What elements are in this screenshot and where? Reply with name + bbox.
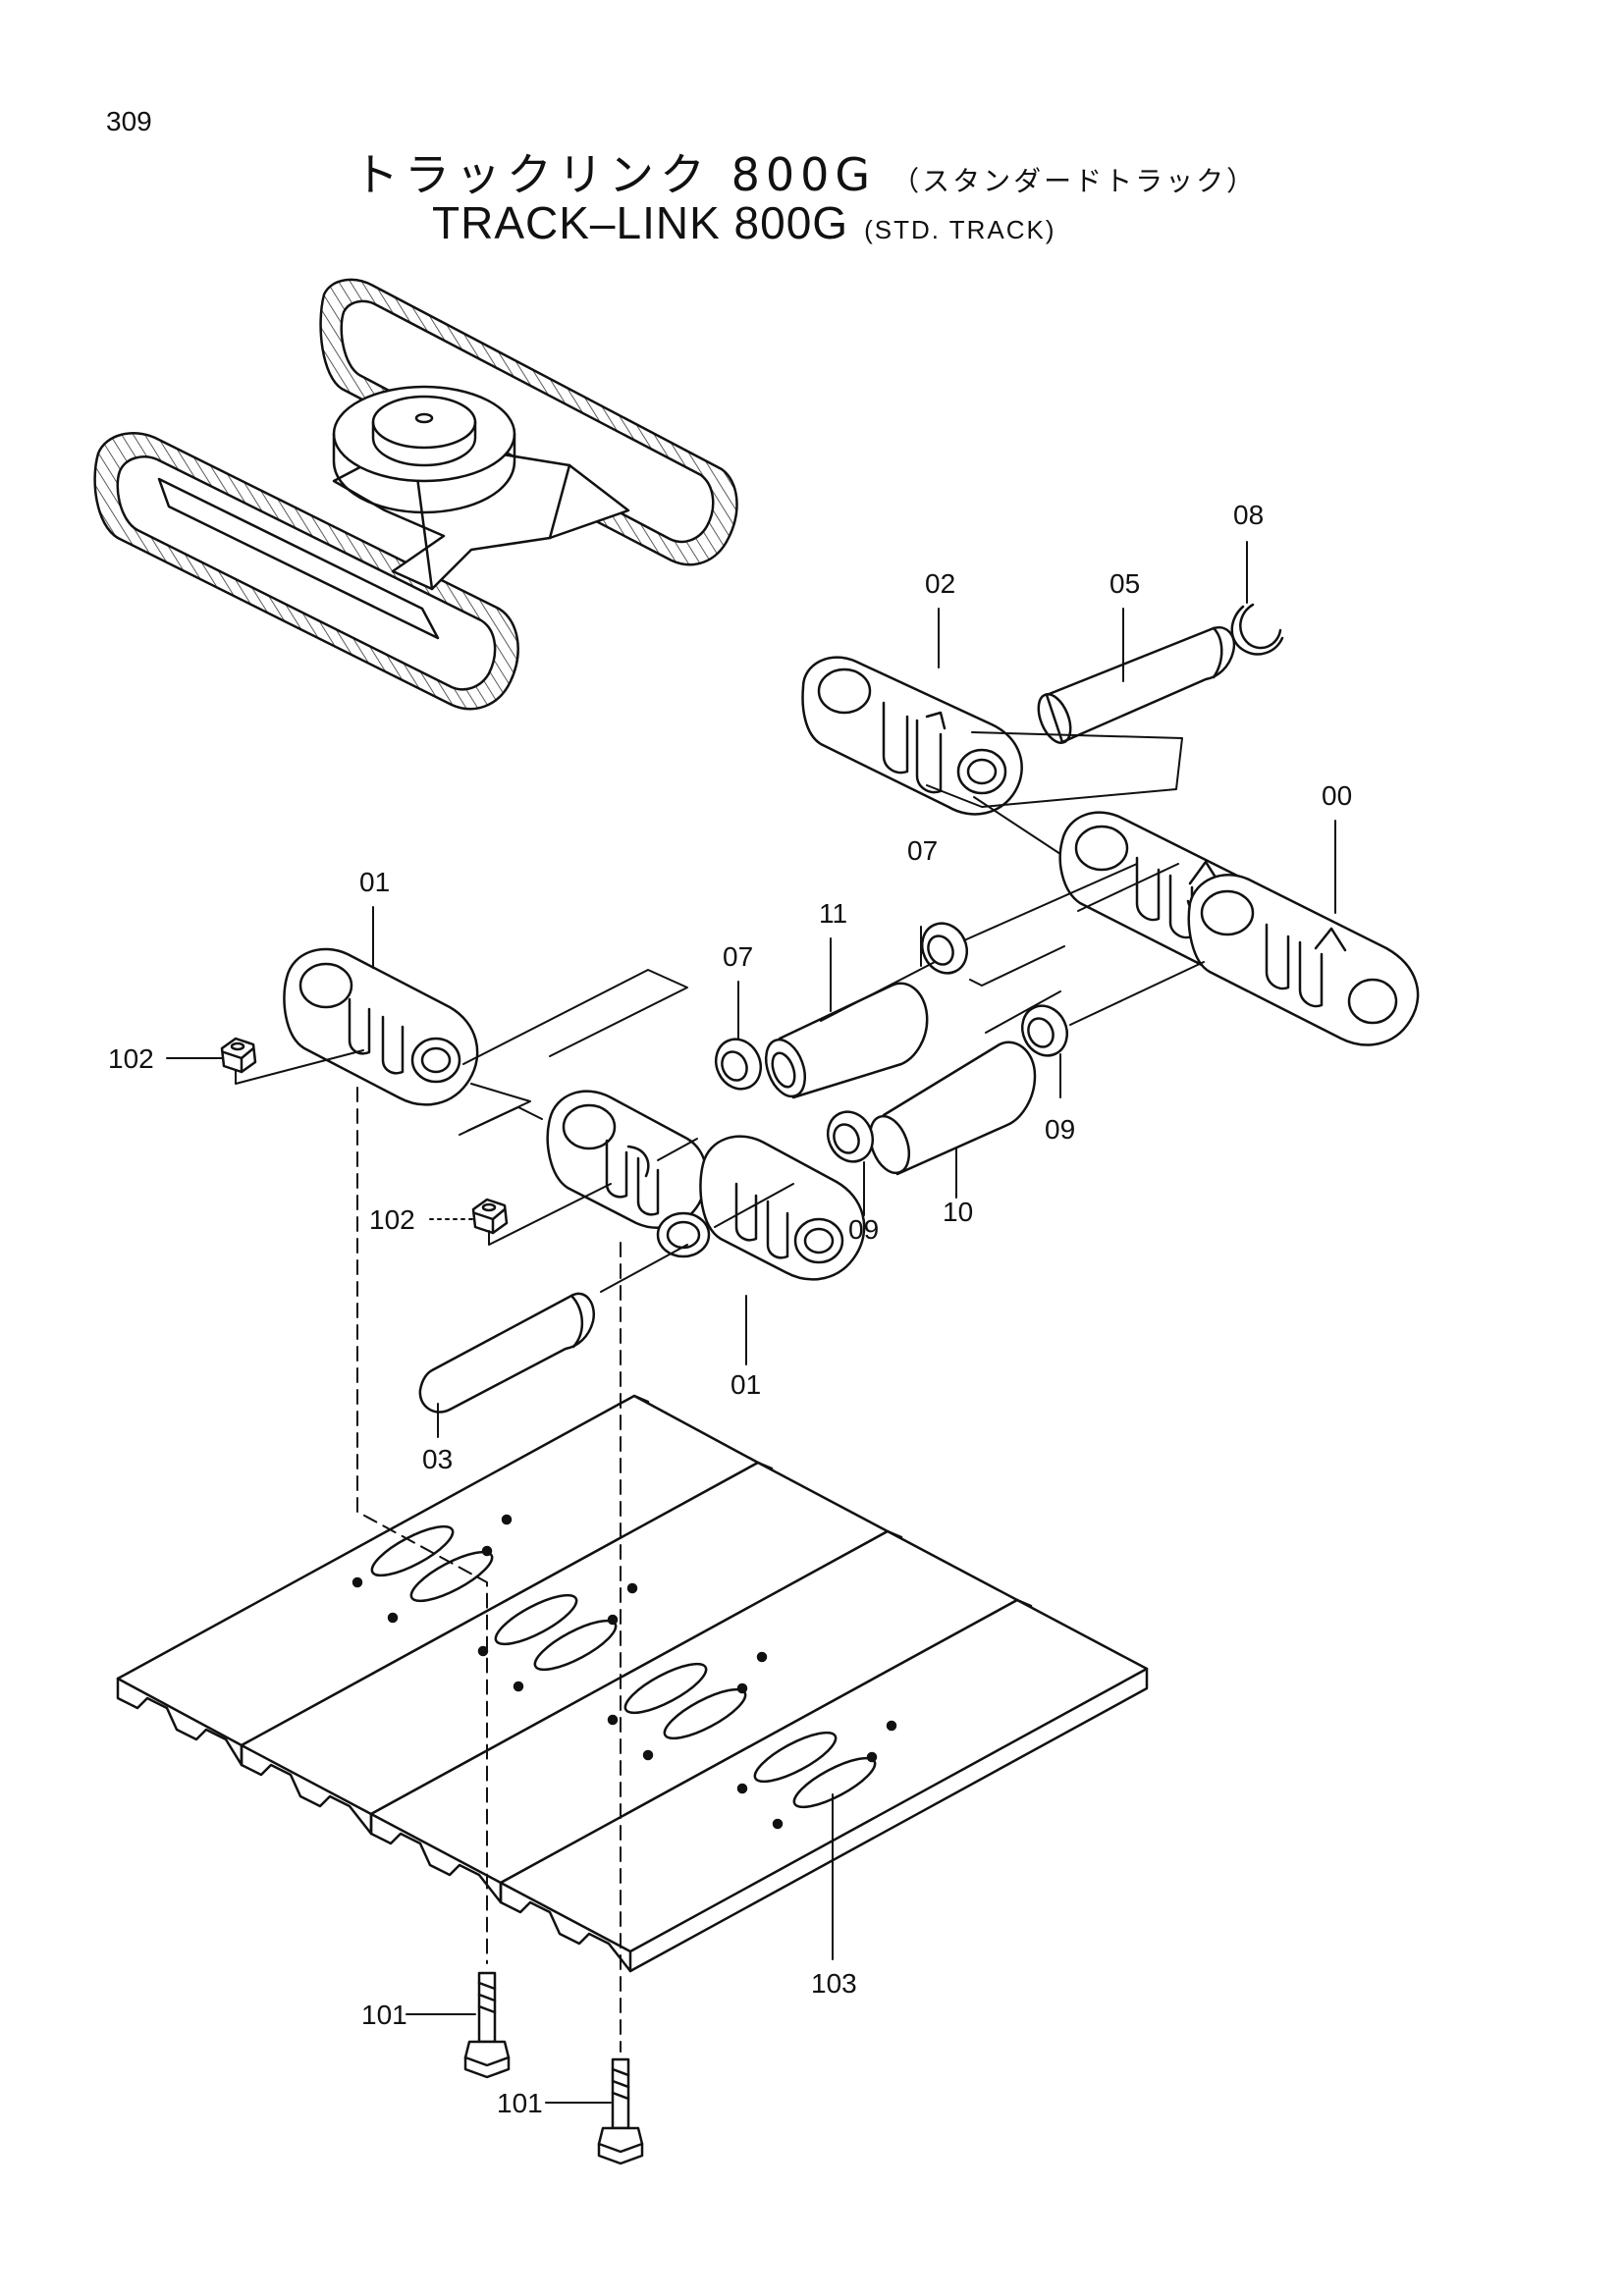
callout-08: 08	[1233, 500, 1264, 530]
callout-01-upper: 01	[359, 867, 390, 897]
assembly-lines	[235, 731, 1205, 2053]
bolt-101-upper	[463, 1971, 511, 2079]
bushing-10	[868, 1041, 1037, 1176]
title-en-main: TRACK–LINK 800G	[432, 197, 849, 248]
leader-lines	[166, 541, 1336, 2104]
title-en: TRACK–LINK 800G (STD. TRACK)	[432, 196, 1055, 249]
nut-102-lower	[471, 1198, 509, 1235]
callout-11: 11	[819, 898, 847, 929]
callout-101-lower: 101	[497, 2088, 543, 2118]
callout-02: 02	[925, 568, 955, 599]
link-01-upper	[283, 947, 479, 1106]
bolt-101-lower	[597, 2057, 644, 2165]
page-number: 309	[106, 106, 152, 136]
pin-03	[418, 1292, 596, 1414]
callout-09-left: 09	[848, 1214, 879, 1245]
callout-09-right: 09	[1045, 1114, 1075, 1145]
callout-101-upper: 101	[361, 2000, 407, 2030]
title-jp: トラックリンク 800G （スタンダードトラック）	[353, 139, 1257, 204]
callout-102-upper: 102	[108, 1043, 154, 1074]
callout-10: 10	[943, 1197, 973, 1227]
callout-07-upper: 07	[907, 835, 938, 866]
bushing-11	[764, 982, 929, 1099]
callout-00: 00	[1322, 780, 1352, 811]
callout-102-lower: 102	[369, 1204, 415, 1235]
callout-03: 03	[422, 1444, 453, 1474]
title-jp-main: トラックリンク 800G	[353, 148, 877, 201]
master-link-00	[1058, 811, 1420, 1046]
callout-05: 05	[1109, 568, 1140, 599]
pin-05	[1037, 625, 1236, 744]
callout-01-center: 01	[730, 1369, 761, 1400]
track-shoes-103	[116, 1394, 1149, 1973]
seal-07-lower	[714, 1038, 763, 1091]
nut-102-upper	[220, 1037, 257, 1074]
seal-07-upper	[920, 922, 969, 975]
title-en-sub: (STD. TRACK)	[864, 215, 1056, 244]
callout-07-lower: 07	[723, 941, 753, 972]
title-jp-sub: （スタンダードトラック）	[892, 165, 1258, 197]
link-01-center	[546, 1090, 866, 1281]
undercarriage-overview	[93, 278, 738, 711]
seal-09-right	[1020, 1004, 1069, 1057]
callouts: 08 02 05 00 01 07 11 07 102 09 10 09 102…	[108, 500, 1352, 2118]
snap-ring-08	[1230, 603, 1284, 656]
seal-09-left	[826, 1110, 875, 1163]
callout-103: 103	[811, 1968, 857, 1999]
link-02	[801, 656, 1023, 816]
